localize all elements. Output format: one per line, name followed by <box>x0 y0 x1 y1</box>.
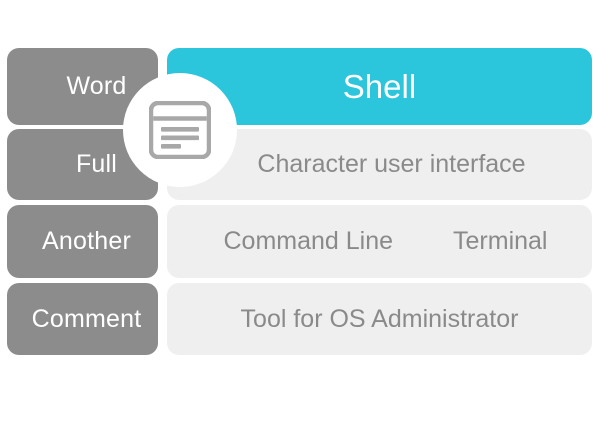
row-value-text: Tool for OS Administrator <box>240 304 519 333</box>
row-label-text: Another <box>42 227 131 255</box>
badge-circle <box>123 73 237 187</box>
row-label-text: Comment <box>31 304 142 333</box>
window-icon <box>149 101 211 159</box>
row-value-shell: Shell <box>167 48 592 125</box>
row-label-full: Full <box>7 129 158 200</box>
row-value-text: Character user interface <box>257 150 526 178</box>
alternate-name-terminal: Terminal <box>453 227 548 255</box>
row-value-full-form: Character user interface <box>167 129 592 200</box>
row-label-text: Word <box>66 72 127 100</box>
row-value-comment: Tool for OS Administrator <box>167 283 592 355</box>
row-label-comment: Comment <box>7 283 158 355</box>
alternate-name-command-line: Command Line <box>223 227 394 255</box>
row-value-alternate-names: Command Line Terminal <box>167 205 592 278</box>
row-label-another: Another <box>7 205 158 278</box>
row-label-word: Word <box>7 48 158 125</box>
row-label-text: Full <box>75 150 118 178</box>
page-title: Shell <box>342 67 417 105</box>
alternate-name-list: Command Line Terminal <box>173 227 592 256</box>
